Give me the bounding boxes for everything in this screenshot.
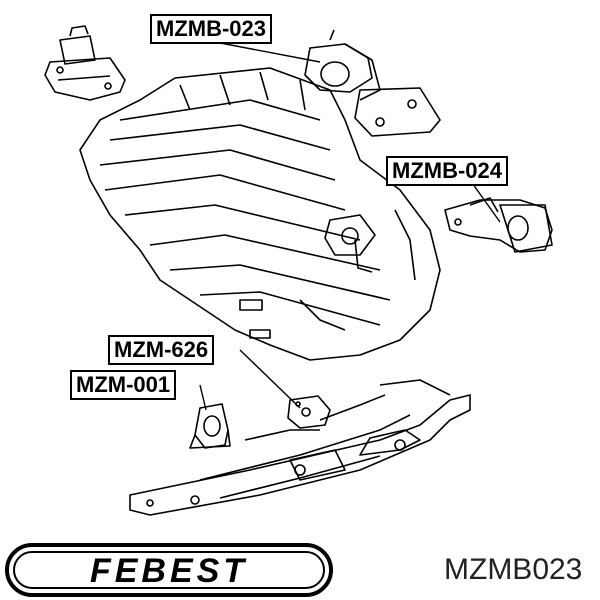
callout-mzm-001: MZM-001: [70, 370, 177, 400]
subframe-drawing: [129, 379, 471, 516]
mzm-001-mount-drawing: [189, 403, 231, 449]
febest-logo-icon: FEBEST: [5, 543, 333, 597]
brand-logo-text: FEBEST: [90, 552, 248, 590]
callout-mzmb-024: MZMB-024: [386, 156, 509, 186]
leader-lines: [199, 41, 501, 411]
mzmb-024-mount-drawing: [444, 197, 553, 253]
callout-mzm-626: MZM-626: [108, 335, 215, 365]
mzmb-023-mount-drawing: [304, 29, 441, 137]
part-number: MZMB023: [444, 553, 583, 586]
top-left-mount-drawing: [44, 25, 126, 101]
callout-mzmb-023: MZMB-023: [150, 14, 273, 44]
engine-block-drawing: [79, 67, 441, 361]
mzm-626-bracket-drawing: [287, 395, 331, 429]
